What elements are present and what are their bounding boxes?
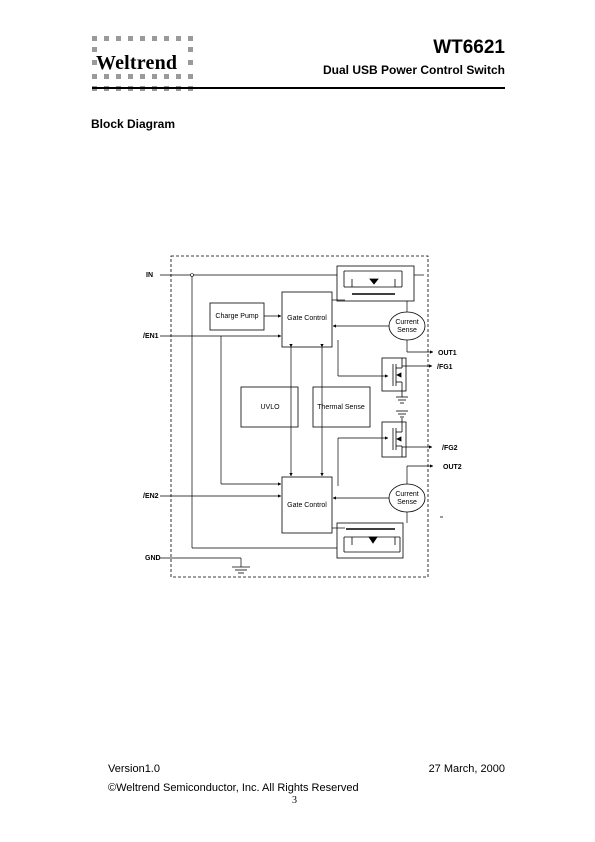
uvlo-label: UVLO — [260, 404, 280, 411]
junction-dot — [190, 273, 194, 277]
section-title: Block Diagram — [91, 117, 176, 131]
current-sense-2-label: Current — [395, 491, 418, 498]
thermal-sense-label: Thermal Sense — [317, 404, 365, 411]
charge-pump-block — [209, 302, 265, 331]
gate-control-1-label: Gate Control — [287, 315, 327, 322]
ground-icon — [396, 410, 408, 418]
current-sense-1-label: Sense — [397, 327, 417, 334]
pin-label-out1: OUT1 — [438, 350, 457, 357]
pin-label-in: IN — [146, 272, 153, 279]
copyright-text: ©Weltrend Semiconductor, Inc. All Rights… — [108, 782, 359, 794]
current-sense-1-label: Current — [395, 319, 418, 326]
pin-label-out2: OUT2 — [443, 464, 462, 471]
document-subtitle: Dual USB Power Control Switch — [322, 63, 505, 77]
pin-label-en2: /EN2 — [143, 493, 159, 500]
pin-label-fg2: /FG2 — [442, 445, 458, 452]
uvlo-block — [240, 386, 299, 428]
signal-wires — [160, 274, 434, 567]
power-switch-2 — [336, 522, 404, 559]
part-number: WT6621 — [433, 37, 505, 58]
page-number: 3 — [292, 795, 297, 806]
chip-boundary — [170, 255, 429, 578]
pin-label-en1: /EN1 — [143, 333, 159, 340]
power-switch-1 — [336, 265, 415, 302]
fg2-transistor — [381, 418, 407, 458]
date-text: 27 March, 2000 — [428, 763, 505, 775]
current-sense-2-label: Sense — [397, 499, 417, 506]
header-rule — [92, 87, 505, 89]
current-sense-2-block — [388, 483, 426, 513]
company-logo: Weltrend — [96, 52, 178, 74]
gate-control-2-block — [281, 476, 333, 534]
current-sense-1-block — [388, 311, 426, 341]
ground-icon — [396, 396, 408, 404]
version-text: Version1.0 — [108, 763, 160, 775]
gate-control-2-label: Gate Control — [287, 502, 327, 509]
charge-pump-label: Charge Pump — [215, 313, 258, 320]
pin-label-fg1: /FG1 — [437, 364, 453, 371]
ground-icon — [232, 566, 250, 574]
fg1-transistor — [381, 357, 407, 397]
gate-control-1-block — [281, 291, 333, 348]
pin-label-gnd: GND — [145, 555, 161, 562]
